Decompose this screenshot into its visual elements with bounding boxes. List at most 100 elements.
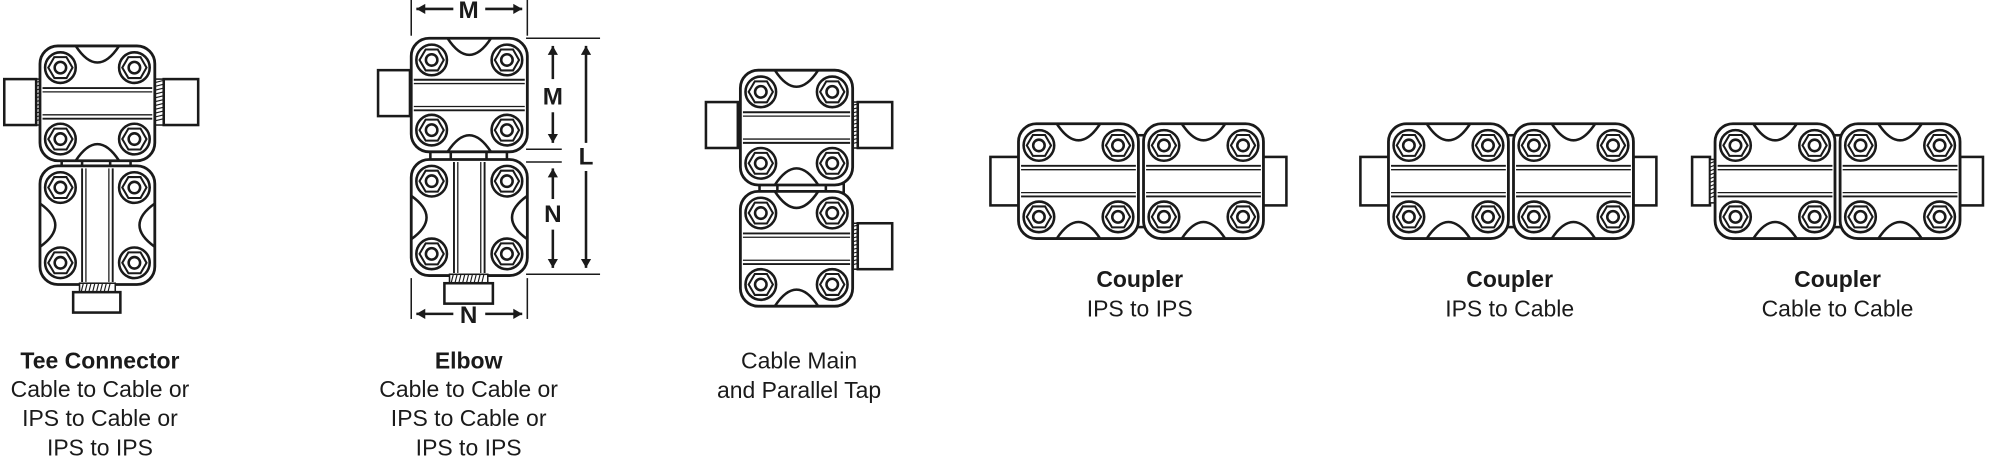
bolt-hole bbox=[499, 123, 514, 138]
notch bbox=[1752, 220, 1798, 240]
hex-bolt-icon bbox=[1101, 128, 1135, 163]
bolt-hole bbox=[825, 206, 840, 221]
notch bbox=[1055, 123, 1102, 142]
clamp-block bbox=[1838, 122, 1962, 240]
notch bbox=[773, 190, 820, 210]
notch bbox=[510, 194, 529, 241]
clamp-block bbox=[409, 158, 529, 277]
hex-bolt-icon bbox=[490, 43, 524, 77]
cable-end-pad bbox=[376, 68, 412, 118]
bolt-hole bbox=[53, 132, 68, 147]
cable-end-pad bbox=[1958, 155, 1985, 207]
clamp-block bbox=[409, 36, 529, 154]
dim-m-top: M bbox=[459, 0, 479, 24]
hex-bolt-icon bbox=[744, 196, 778, 230]
bolt-hole bbox=[1110, 209, 1126, 224]
notch bbox=[1877, 220, 1923, 240]
notch bbox=[1550, 123, 1597, 142]
coupler-ips-to-cable-drawing bbox=[1359, 122, 1658, 240]
bolt-hole bbox=[1401, 138, 1416, 153]
notch bbox=[1425, 220, 1472, 240]
bolt-hole bbox=[1031, 209, 1046, 224]
hex-bolt-icon bbox=[1226, 128, 1260, 163]
hex-bolt-icon bbox=[744, 267, 778, 302]
hex-bolt-icon bbox=[1797, 200, 1832, 234]
hex-bolt-icon bbox=[1517, 200, 1551, 234]
hex-bolt-icon bbox=[1392, 128, 1426, 163]
hex-bolt-icon bbox=[117, 122, 151, 156]
label-coupler-cable-cable: Coupler Cable to Cable bbox=[1762, 266, 1914, 321]
cable-end-pad bbox=[856, 100, 894, 150]
item-title: Elbow bbox=[435, 348, 503, 374]
coupler-cable-to-cable-drawing bbox=[1690, 122, 1985, 240]
item-line: and Parallel Tap bbox=[717, 377, 881, 403]
item-line: Cable to Cable or bbox=[379, 376, 558, 402]
bolt-hole bbox=[1526, 138, 1541, 153]
item-line: IPS to Cable or bbox=[22, 405, 178, 431]
notch bbox=[1550, 220, 1597, 240]
item-title: Coupler bbox=[1794, 266, 1881, 292]
notch bbox=[1180, 123, 1227, 142]
bolt-hole bbox=[127, 255, 142, 270]
hex-bolt-icon bbox=[415, 113, 449, 147]
clamp-block bbox=[738, 68, 855, 187]
bolt-hole bbox=[1236, 138, 1251, 153]
hex-bolt-icon bbox=[1147, 200, 1181, 234]
label-elbow: Elbow Cable to Cable or IPS to Cable or … bbox=[379, 348, 558, 458]
hex-bolt-icon bbox=[415, 237, 449, 271]
bolt-hole bbox=[1853, 138, 1868, 153]
bolt-hole bbox=[424, 174, 439, 189]
bolt-hole bbox=[53, 60, 68, 75]
clamp-block bbox=[1512, 122, 1635, 240]
notch bbox=[773, 167, 820, 186]
bolt-hole bbox=[1110, 138, 1126, 153]
bolt-hole bbox=[1156, 209, 1171, 224]
hex-bolt-icon bbox=[1843, 200, 1878, 234]
hex-bolt-icon bbox=[43, 246, 77, 280]
hex-bolt-icon bbox=[117, 51, 151, 85]
bolt-hole bbox=[1480, 138, 1495, 153]
cable-end-pad bbox=[162, 77, 200, 127]
cable-end-pad bbox=[856, 221, 894, 271]
bolt-hole bbox=[1605, 138, 1621, 153]
item-title: Coupler bbox=[1096, 266, 1183, 292]
bolt-hole bbox=[1728, 138, 1743, 153]
item-line: IPS to IPS bbox=[1087, 295, 1193, 321]
hex-bolt-icon bbox=[1843, 128, 1878, 163]
notch bbox=[446, 37, 493, 56]
clamp-block bbox=[38, 44, 157, 163]
hex-bolt-icon bbox=[1471, 200, 1505, 234]
clamp-block bbox=[738, 189, 855, 308]
cable-end-pad bbox=[989, 155, 1023, 207]
item-title: Coupler bbox=[1466, 266, 1553, 292]
item-line: Cable to Cable bbox=[1762, 295, 1914, 321]
bolt-hole bbox=[424, 246, 439, 261]
cable-end-pad bbox=[2, 77, 38, 127]
cable-end-pad bbox=[443, 281, 495, 305]
bolt-hole bbox=[753, 156, 768, 171]
clamp-block bbox=[1142, 122, 1265, 240]
connector-drawings bbox=[2, 36, 1985, 314]
hex-bolt-icon bbox=[1471, 128, 1505, 163]
hex-bolt-icon bbox=[43, 170, 77, 205]
elbow-dimensions: M M N L N bbox=[410, 0, 601, 329]
clamp-block bbox=[1387, 122, 1510, 240]
hex-bolt-icon bbox=[815, 75, 849, 109]
notch bbox=[410, 194, 428, 241]
hex-bolt-icon bbox=[1797, 128, 1832, 163]
item-line: Cable to Cable or bbox=[11, 376, 190, 402]
notch bbox=[39, 202, 57, 248]
notch bbox=[1425, 123, 1472, 142]
coupler-ips-to-ips-drawing bbox=[989, 122, 1288, 240]
item-line: IPS to IPS bbox=[416, 434, 522, 458]
notch bbox=[773, 288, 820, 307]
dim-m-side: M bbox=[543, 84, 563, 111]
hex-bolt-icon bbox=[1923, 200, 1957, 234]
dim-l: L bbox=[579, 144, 594, 171]
hex-bolt-icon bbox=[43, 122, 77, 156]
hex-bolt-icon bbox=[490, 237, 524, 271]
notch bbox=[1877, 123, 1923, 142]
bolt-hole bbox=[127, 180, 142, 195]
hex-bolt-icon bbox=[490, 113, 524, 147]
notch bbox=[138, 202, 156, 248]
